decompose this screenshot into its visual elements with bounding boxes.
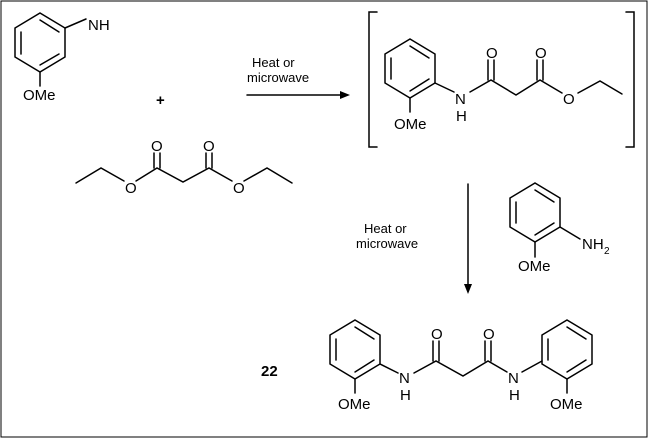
malonate-carbonyl-o1: O xyxy=(151,138,163,155)
step2-condition-line2: microwave xyxy=(356,236,418,251)
intermediate-bracketed: N H O O O OMe xyxy=(368,11,635,148)
reagent2-ome-label: OMe xyxy=(518,258,551,275)
product-carbonyl-o2: O xyxy=(483,326,495,343)
step1-condition-line1: Heat or xyxy=(252,55,295,70)
reagent-methoxyaniline: NH OMe xyxy=(14,12,110,104)
reagent-diethyl-malonate: O O O O xyxy=(75,138,293,197)
step1-arrow: Heat or microwave xyxy=(246,55,350,99)
malonate-ester-o1: O xyxy=(125,180,137,197)
intermediate-ester-o: O xyxy=(563,91,575,108)
product-22: 22 N H O O N H OMe OMe xyxy=(261,319,593,413)
intermediate-n-label: N xyxy=(455,91,466,108)
product-h1-label: H xyxy=(400,387,411,404)
reagent-ome-label: OMe xyxy=(23,87,56,104)
step1-condition-line2: microwave xyxy=(247,70,309,85)
product-h2-label: H xyxy=(509,387,520,404)
product-ome2-label: OMe xyxy=(550,396,583,413)
intermediate-ester-carbonyl-o: O xyxy=(535,45,547,62)
product-ome1-label: OMe xyxy=(338,396,371,413)
intermediate-h-label: H xyxy=(456,108,467,125)
intermediate-amide-o: O xyxy=(486,45,498,62)
intermediate-ome-label: OMe xyxy=(394,116,427,133)
step2-arrow: Heat or microwave xyxy=(356,183,472,294)
reagent2-nh-subscript: 2 xyxy=(604,246,610,257)
reagent-methoxyaniline-2: NH 2 OMe xyxy=(509,182,610,275)
reagent-nh-label: NH xyxy=(88,17,110,34)
step2-condition-line1: Heat or xyxy=(364,221,407,236)
malonate-ester-o2: O xyxy=(233,180,245,197)
reagent2-nh-label: NH xyxy=(582,236,604,253)
compound-number: 22 xyxy=(261,363,278,380)
product-n2-label: N xyxy=(508,370,519,387)
plus-sign: + xyxy=(156,92,165,109)
malonate-carbonyl-o2: O xyxy=(203,138,215,155)
product-n1-label: N xyxy=(399,370,410,387)
product-carbonyl-o1: O xyxy=(431,326,443,343)
